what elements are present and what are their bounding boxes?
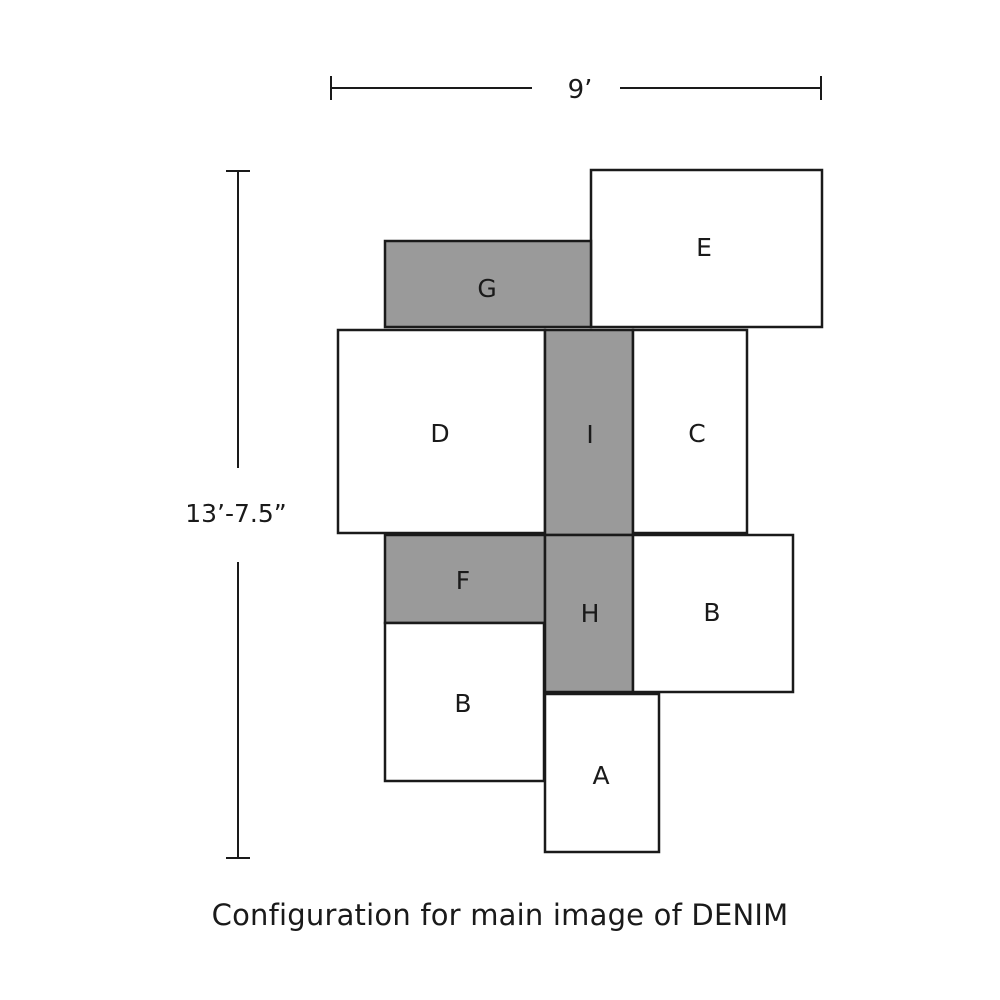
tile-e-label: E [696, 233, 712, 262]
tile-rect-f [383, 533, 547, 625]
tile-rect-b-left [383, 621, 546, 783]
tile-g: G [383, 239, 593, 329]
tiles: E G D I C F H B [336, 168, 824, 854]
tile-f-label: F [456, 566, 470, 595]
height-dimension: 13’-7.5” [185, 170, 287, 859]
tile-e: E [589, 168, 824, 329]
tile-a-label: A [592, 761, 609, 790]
tile-b-right-label: B [703, 598, 720, 627]
diagram-caption: Configuration for main image of DENIM [211, 898, 789, 932]
tile-f: F [383, 533, 547, 625]
tile-rect-g [383, 239, 593, 329]
tile-rect-a [543, 692, 661, 854]
tile-b-left: B [383, 621, 546, 783]
tile-h: H [543, 533, 635, 694]
tile-rect-h [543, 533, 635, 694]
tile-g-label: G [477, 274, 496, 303]
tile-i: I [543, 328, 635, 537]
tile-b-right: B [631, 533, 795, 694]
width-dim-label: 9’ [568, 75, 593, 105]
tile-rect-c [631, 328, 749, 535]
height-dim-label: 13’-7.5” [185, 499, 287, 528]
tile-i-label: I [586, 420, 593, 449]
tile-c: C [631, 328, 749, 535]
tile-b-left-label: B [454, 689, 471, 718]
tile-d-label: D [430, 419, 449, 448]
tile-h-label: H [581, 599, 600, 628]
tile-rect-b-right [631, 533, 795, 694]
tile-d: D [336, 328, 547, 535]
tile-c-label: C [688, 419, 705, 448]
width-dimension: 9’ [330, 75, 822, 105]
tile-a: A [543, 692, 661, 854]
